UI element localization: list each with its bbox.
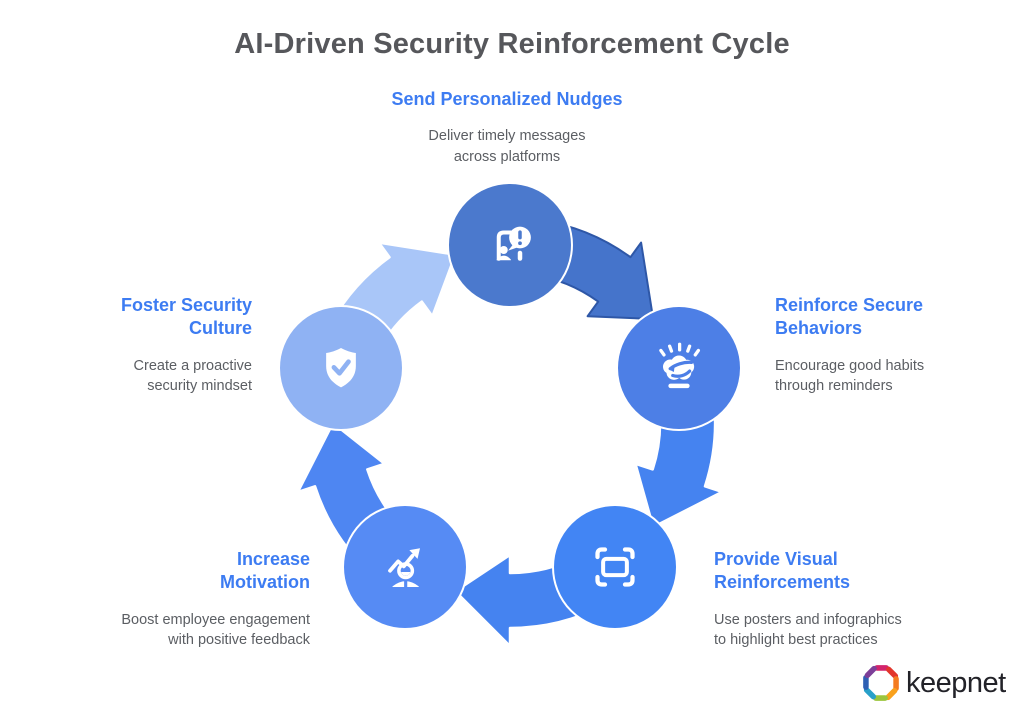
- stage-text-foster-security-culture: Foster Security Culture Create a proacti…: [42, 294, 252, 397]
- keepnet-logo-text: keepnet: [906, 666, 1006, 699]
- stage-label: Provide Visual Reinforcements: [714, 549, 851, 593]
- stage-circle-increase-motivation: [342, 504, 468, 630]
- logo-blade: [885, 666, 899, 679]
- stage-label: Increase Motivation: [220, 549, 310, 593]
- stage-circle-provide-visual-reinforcements: [552, 504, 678, 630]
- logo-blade: [863, 674, 869, 690]
- stage-circle-reinforce-secure-behaviors: [616, 305, 742, 431]
- screen-frame-icon: [595, 547, 635, 587]
- stage-description: Create a proactive security mindset: [133, 357, 252, 395]
- stage-description: Deliver timely messages across platforms: [428, 128, 586, 165]
- brain-sparks-icon: [659, 342, 700, 389]
- stage-text-provide-visual-reinforcements: Provide Visual Reinforcements Use poster…: [714, 548, 939, 651]
- logo-blade: [874, 665, 890, 671]
- stage-text-send-personalized-nudges: Send Personalized Nudges Deliver timely …: [352, 88, 662, 168]
- logo-blade: [893, 676, 899, 692]
- stage-description: Use posters and infographics to highligh…: [714, 611, 902, 649]
- person-alert-speech-bubble-icon: [496, 226, 531, 261]
- stage-description: Encourage good habits through reminders: [775, 357, 925, 395]
- stage-circle-send-personalized-nudges: [447, 182, 573, 308]
- stage-label: Send Personalized Nudges: [391, 89, 623, 109]
- page-title: AI-Driven Security Reinforcement Cycle: [234, 28, 790, 60]
- person-growth-arrow-icon: [388, 548, 420, 587]
- stage-description: Boost employee engagement with positive …: [121, 611, 310, 649]
- stage-label: Reinforce Secure Behaviors: [775, 295, 924, 339]
- stage-circle-foster-security-culture: [278, 305, 404, 431]
- logo-blade: [864, 665, 877, 679]
- logo-blade: [863, 687, 877, 700]
- stage-text-reinforce-secure-behaviors: Reinforce Secure Behaviors Encourage goo…: [775, 294, 980, 397]
- logo-blade: [872, 695, 888, 701]
- stage-text-increase-motivation: Increase Motivation Boost employee engag…: [80, 548, 310, 651]
- logo-blade: [885, 687, 898, 701]
- shield-check-icon: [326, 347, 356, 388]
- stage-label: Foster Security Culture: [120, 295, 252, 339]
- keepnet-logo-mark-icon: [863, 665, 899, 701]
- keepnet-logo: keepnet: [858, 660, 1006, 706]
